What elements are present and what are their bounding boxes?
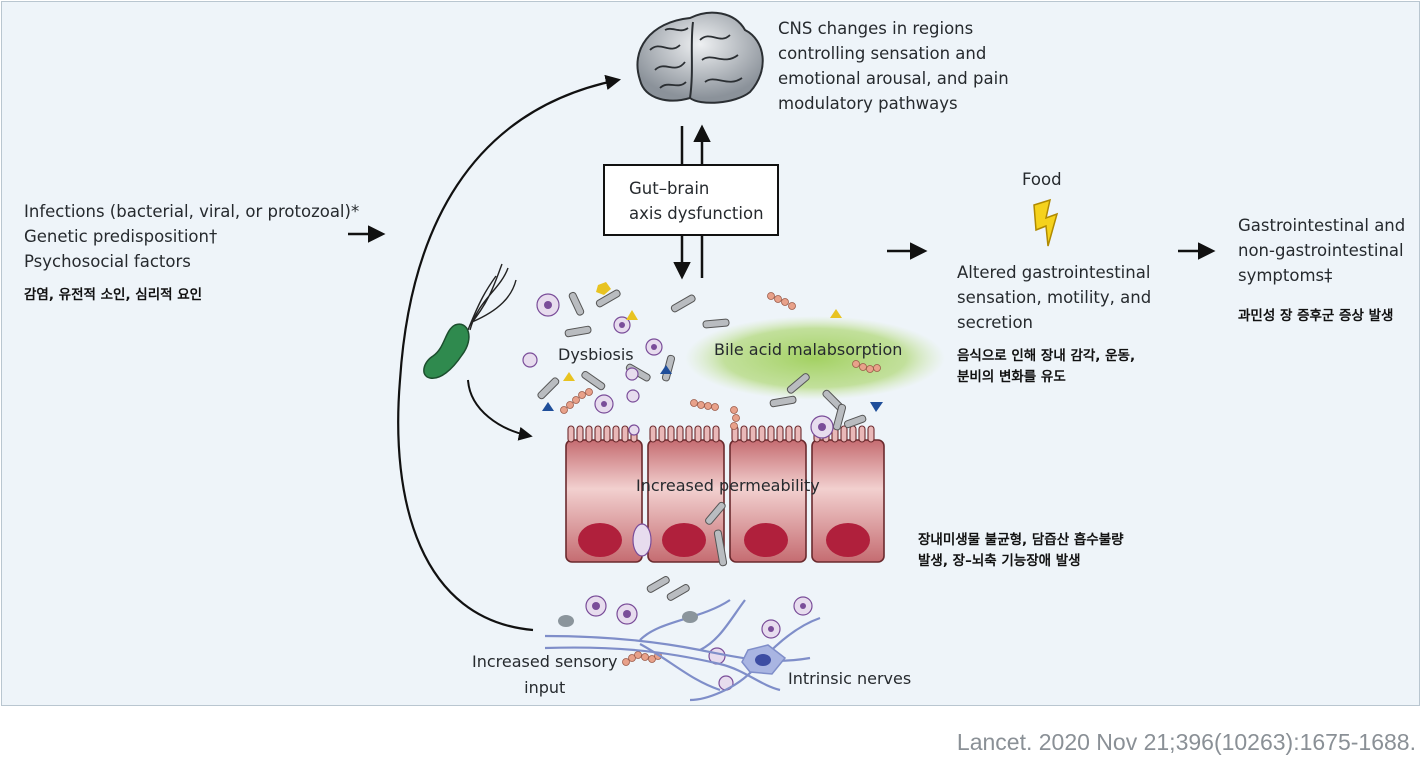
- bile-acid-label: Bile acid malabsorption: [714, 340, 903, 359]
- brain-icon: [636, 11, 764, 104]
- bile-acid-blob: [685, 316, 945, 400]
- bead-chains: [560, 292, 881, 666]
- dysbiosis-label: Dysbiosis: [558, 345, 634, 364]
- intrinsic-nerves-label: Intrinsic nerves: [788, 669, 912, 688]
- epithelium: [565, 425, 885, 563]
- bacterium-icon: [423, 263, 533, 441]
- altered-gi-korean: 음식으로 인해 장내 감각, 운동,분비의 변화를 유도: [957, 348, 1136, 385]
- permeability-label: Increased permeability: [636, 476, 820, 495]
- causes-korean: 감염, 유전적 소인, 심리적 요인: [24, 287, 203, 303]
- symptoms-korean: 과민성 장 증후군 증상 발생: [1238, 308, 1394, 324]
- food-label: Food: [1022, 170, 1062, 189]
- citation: Lancet. 2020 Nov 21;396(10263):1675-1688…: [956, 729, 1416, 755]
- lightning-icon: [1033, 198, 1059, 247]
- causes-text: Infections (bacterial, viral, or protozo…: [24, 202, 360, 271]
- gut-brain-axis-box: Gut–brain axis dysfunction: [603, 164, 779, 236]
